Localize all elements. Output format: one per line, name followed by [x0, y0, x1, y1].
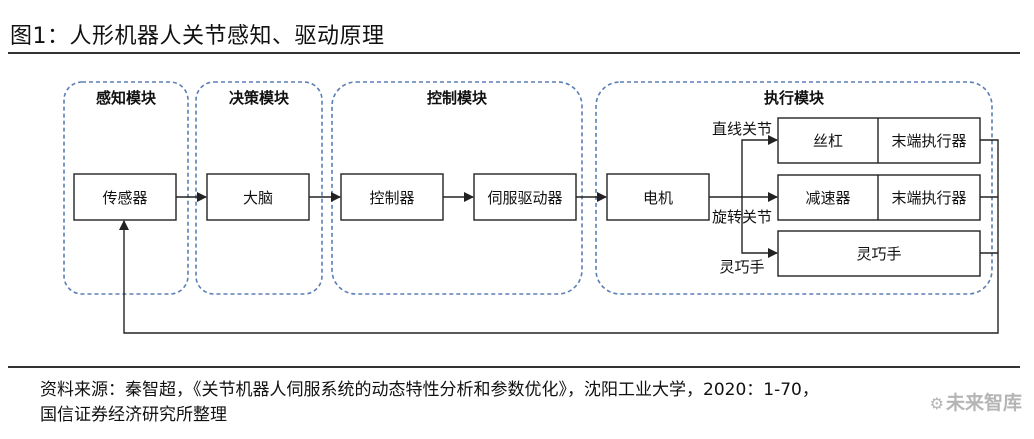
node-brain: 大脑: [206, 173, 310, 221]
watermark-text: 未来智库: [945, 392, 1022, 414]
node-sensor: 传感器: [73, 173, 177, 221]
module-perception: 感知模块: [63, 81, 189, 295]
module-label-control: 控制模块: [427, 89, 488, 107]
edge-label-linear-joint: 直线关节: [712, 120, 772, 138]
module-label-execution: 执行模块: [764, 89, 825, 107]
node-label-sensor: 传感器: [102, 189, 147, 207]
module-execution: 执行模块: [595, 81, 993, 295]
node-reducer-row: 减速器 末端执行器: [777, 174, 981, 221]
node-motor: 电机: [606, 173, 710, 221]
module-label-decision: 决策模块: [229, 89, 290, 107]
arrow-feedback-loop: [119, 139, 999, 334]
arrow-motor-hand: [741, 197, 778, 258]
figure-title: 图1：人形机器人关节感知、驱动原理: [10, 24, 385, 49]
source-note: 资料来源：秦智超，《关节机器人伺服系统的动态特性分析和参数优化》，沈阳工业大学，…: [40, 378, 819, 428]
bottom-rule: [8, 366, 1020, 368]
top-rule: [8, 52, 1020, 54]
node-label-end-effector-1: 末端执行器: [891, 132, 966, 150]
arrow-motor-lead-screw: [741, 135, 778, 197]
watermark: ⚙未来智库: [930, 388, 1022, 415]
node-label-controller: 控制器: [369, 189, 414, 207]
node-label-dexterous-hand: 灵巧手: [856, 245, 901, 263]
node-lead-screw-row: 丝杠 末端执行器: [777, 117, 981, 164]
source-line-1: 资料来源：秦智超，《关节机器人伺服系统的动态特性分析和参数优化》，沈阳工业大学，…: [40, 380, 819, 400]
node-label-end-effector-2: 末端执行器: [891, 189, 966, 207]
node-label-servo-driver: 伺服驱动器: [487, 189, 562, 207]
module-decision: 决策模块: [195, 81, 323, 295]
edge-label-rotary-joint: 旋转关节: [712, 208, 772, 226]
module-label-perception: 感知模块: [96, 89, 157, 107]
node-dexterous-hand: 灵巧手: [777, 230, 981, 277]
node-label-lead-screw: 丝杠: [813, 132, 843, 150]
node-label-brain: 大脑: [243, 189, 273, 207]
source-line-2: 国信证券经济研究所整理: [40, 405, 227, 425]
node-label-motor: 电机: [643, 189, 673, 207]
node-servo-driver: 伺服驱动器: [473, 173, 577, 221]
edge-label-dexterous-hand: 灵巧手: [719, 258, 764, 276]
node-label-reducer: 减速器: [805, 189, 850, 207]
watermark-icon: ⚙: [929, 394, 944, 413]
module-control: 控制模块: [331, 81, 583, 295]
node-controller: 控制器: [340, 173, 444, 221]
